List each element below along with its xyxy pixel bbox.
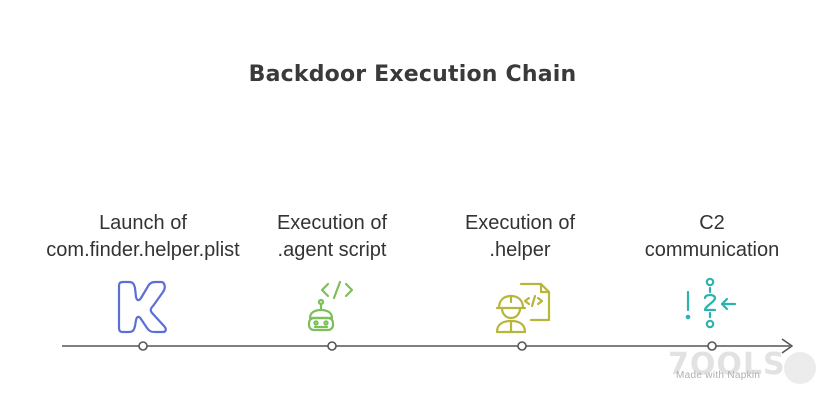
- step-4-label: C2 communication: [592, 210, 825, 264]
- kubernetes-k-icon: [117, 280, 167, 334]
- step-2-label: Execution of .agent script: [212, 210, 452, 264]
- step-3-label: Execution of .helper: [400, 210, 640, 264]
- step-1-label: Launch of com.finder.helper.plist: [23, 210, 263, 264]
- step-1-line2: com.finder.helper.plist: [46, 239, 240, 261]
- diagram-title: Backdoor Execution Chain: [248, 62, 577, 87]
- timeline-marker-2: [327, 341, 337, 351]
- step-4-line2: communication: [644, 239, 780, 261]
- step-1-line1: Launch of: [99, 212, 187, 234]
- watermark-caption: Made with Napkin: [676, 370, 761, 381]
- worker-code-icon: [495, 282, 551, 334]
- step-3-line1: Execution of: [464, 212, 576, 234]
- tools-watermark-logo: 7OOLS: [668, 347, 816, 384]
- step-2-line2: .agent script: [277, 239, 387, 261]
- watermark-logo-text: 7OOLS: [668, 347, 786, 382]
- step-2-line1: Execution of: [276, 212, 388, 234]
- step-4-line1: C2: [699, 212, 725, 234]
- timeline-marker-1: [138, 341, 148, 351]
- timeline-marker-3: [517, 341, 527, 351]
- network-signal-icon: [685, 277, 737, 329]
- robot-code-icon: [307, 280, 354, 332]
- step-3-line2: .helper: [489, 239, 551, 261]
